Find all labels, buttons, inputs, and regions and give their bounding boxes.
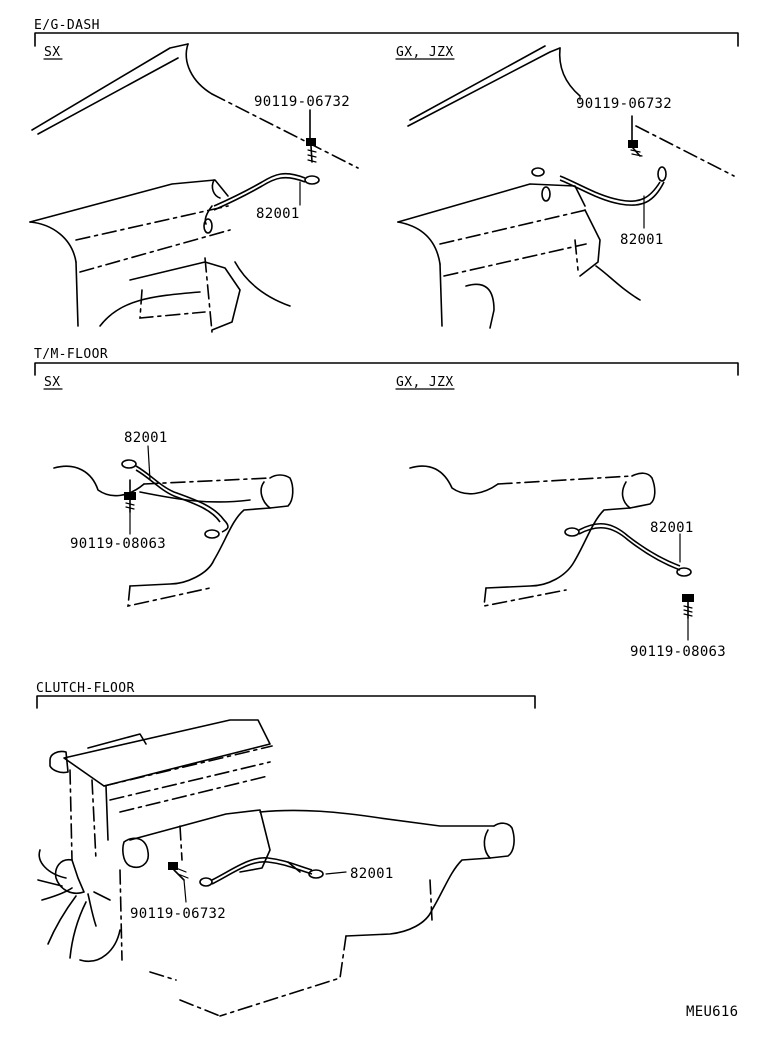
leader-line [183, 879, 187, 903]
ground-strap-icon [531, 166, 667, 206]
tm-sx-illustration [53, 445, 294, 608]
ground-strap-icon [203, 172, 320, 234]
section-bracket [36, 695, 536, 709]
part-number-bolt: 90119-08063 [70, 536, 166, 552]
engine-illustration [37, 719, 515, 1017]
bolt-icon [168, 862, 189, 881]
leader-line [325, 871, 347, 875]
fan-icon [37, 849, 121, 963]
eg-sx-illustration [29, 43, 359, 333]
variant-label-sx: SX [44, 375, 60, 390]
bolt-icon [628, 115, 643, 157]
ground-strap-icon [121, 459, 229, 539]
section-eg-dash: E/G-DASH SX GX, JZX [29, 18, 739, 333]
part-number-strap: 82001 [620, 232, 664, 248]
part-number-bolt: 90119-06732 [254, 94, 350, 110]
variant-label-sx: SX [44, 45, 60, 60]
section-tm-floor: T/M-FLOOR SX GX, JZX [34, 347, 739, 660]
bolt-icon [682, 594, 694, 619]
part-number-bolt: 90119-06732 [130, 906, 226, 922]
part-number-strap: 82001 [124, 430, 168, 446]
ground-strap-icon [564, 523, 692, 577]
leader-line [147, 445, 151, 481]
part-number-strap: 82001 [650, 520, 694, 536]
section-title-tm-floor: T/M-FLOOR [34, 347, 108, 362]
section-clutch-floor: CLUTCH-FLOOR [36, 681, 536, 1017]
tm-gx-illustration [409, 465, 694, 641]
eg-gx-illustration [397, 45, 735, 329]
variant-label-gx-jzx: GX, JZX [396, 45, 454, 60]
section-bracket [34, 362, 739, 376]
section-bracket [34, 32, 739, 47]
section-title-clutch-floor: CLUTCH-FLOOR [36, 681, 135, 696]
variant-label-gx-jzx: GX, JZX [396, 375, 454, 390]
part-number-bolt: 90119-08063 [630, 644, 726, 660]
part-number-bolt: 90119-06732 [576, 96, 672, 112]
section-title-eg-dash: E/G-DASH [34, 18, 100, 33]
figure-code: MEU616 [686, 1004, 738, 1020]
bolt-icon [124, 479, 136, 513]
ground-strap-icon [199, 857, 324, 887]
part-number-strap: 82001 [350, 866, 394, 882]
bolt-icon [306, 109, 317, 163]
part-number-strap: 82001 [256, 206, 300, 222]
